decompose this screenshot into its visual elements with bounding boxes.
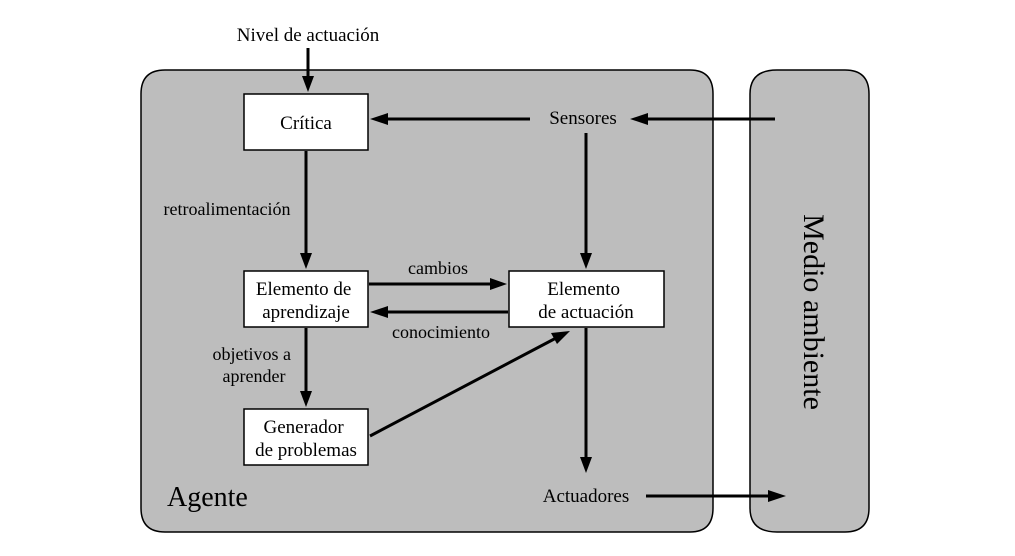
problem-generator-label: Generador de problemas: [255, 417, 357, 461]
environment-label: Medio ambiente: [797, 214, 830, 410]
feedback-arrow-head: [300, 253, 312, 269]
sensors-to-performance-arrow-head: [580, 253, 592, 269]
sensors-to-critic-arrow-head: [370, 113, 388, 125]
changes-label: cambios: [408, 258, 468, 278]
learning-goals-label: objetivos a aprender: [213, 344, 296, 386]
performance-to-actuators-arrow-head: [580, 457, 592, 473]
learning-element-box: [243, 270, 369, 328]
input-arrow-head: [302, 76, 314, 92]
performance-element-box: [508, 270, 665, 328]
knowledge-arrow-head: [370, 306, 388, 318]
environment-panel: [749, 69, 870, 533]
agent-label: Agente: [167, 482, 248, 513]
problem-generator-box: [243, 408, 369, 466]
performance-element-label: Elemento de actuación: [538, 279, 634, 323]
sensors-label: Sensores: [549, 108, 617, 129]
critic-box: [243, 93, 369, 151]
actuators-to-environment-arrow-head: [768, 490, 786, 502]
feedback-label: retroalimentación: [164, 199, 291, 219]
learning-element-label: Elemento de aprendizaje: [256, 279, 356, 323]
input-label: Nivel de actuación: [237, 25, 380, 46]
changes-arrow-head: [490, 278, 507, 290]
knowledge-label: conocimiento: [392, 322, 490, 342]
learning-goals-arrow-head: [300, 391, 312, 407]
generator-to-performance-arrow-head: [551, 331, 570, 344]
critic-label: Crítica: [280, 113, 332, 134]
actuators-label: Actuadores: [543, 486, 630, 507]
generator-to-performance-arrow: [369, 335, 559, 438]
environment-to-sensors-arrow-head: [630, 113, 648, 125]
